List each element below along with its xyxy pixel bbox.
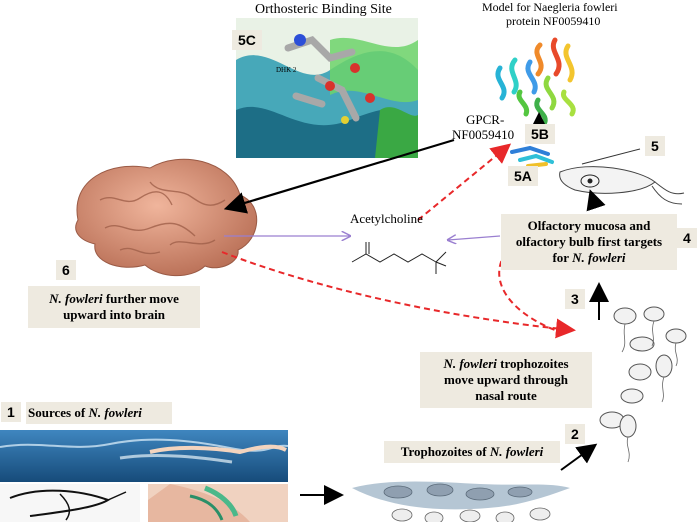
brain-line1: N. fowleri further move <box>30 291 198 307</box>
acetylcholine-structure <box>351 242 447 274</box>
step-2-badge: 2 <box>565 424 585 444</box>
drinking-sketch-image <box>0 484 140 522</box>
protein-model-image <box>495 37 576 168</box>
brain-line1-rest: further move <box>102 291 179 306</box>
nasal-anatomy-image <box>148 484 288 522</box>
nasal-line1-rest: trophozoites <box>496 356 569 371</box>
olfactory-species: N. fowleri <box>572 250 626 265</box>
step-5a-badge: 5A <box>508 166 538 186</box>
step-5c-badge: 5C <box>232 30 262 50</box>
sources-species: N. fowleri <box>88 405 142 420</box>
dhk-tag: DHK 2 <box>276 66 297 74</box>
olfactory-line3-prefix: for <box>552 250 573 265</box>
step-5-badge: 5 <box>645 136 665 156</box>
olfactory-line2: olfactory bulb first targets <box>515 234 663 249</box>
step-3-badge: 3 <box>565 289 585 309</box>
olfactory-line1: Olfactory mucosa and <box>527 218 651 233</box>
trophozoites-species: N. fowleri <box>489 444 544 459</box>
step-5b-badge: 5B <box>525 124 555 144</box>
orthosteric-site-image <box>236 18 418 158</box>
orthosteric-title: Orthosteric Binding Site <box>255 2 392 17</box>
nasal-line1: N. fowleri trophozoites <box>422 356 590 372</box>
sources-prefix: Sources of <box>28 405 89 420</box>
nasal-line3: nasal route <box>475 388 537 403</box>
step-4-badge: 4 <box>677 228 697 248</box>
nasal-line2: move upward through <box>443 372 568 387</box>
gpcr-label-line2: NF0059410 <box>452 127 515 142</box>
brain-image <box>75 158 258 277</box>
step-1-badge: 1 <box>1 402 21 422</box>
swimming-image <box>0 430 289 482</box>
brain-species: N. fowleri <box>49 291 103 306</box>
trophozoite-ribbon-image <box>352 481 570 522</box>
nasal-species: N. fowleri <box>443 356 497 371</box>
trophozoites-box: Trophozoites of N. fowleri <box>384 441 560 463</box>
step-6-badge: 6 <box>56 260 76 280</box>
nasal-route-box: N. fowleri trophozoites move upward thro… <box>420 352 592 408</box>
sources-box: Sources of N. fowleri <box>26 402 172 424</box>
gpcr-label-line1: GPCR- <box>466 112 505 127</box>
trophozoite-cells <box>599 306 687 438</box>
amoeba-closeup-image <box>559 166 685 205</box>
olfactory-line3: for N. fowleri <box>503 250 675 266</box>
acetylcholine-label: Acetylcholine <box>350 211 423 226</box>
olfactory-targets-box: Olfactory mucosa and olfactory bulb firs… <box>501 214 677 270</box>
model-title-line1: Model for Naegleria fowleri <box>482 0 618 14</box>
model-title-line2: protein NF0059410 <box>506 14 601 28</box>
brain-movement-box: N. fowleri further move upward into brai… <box>28 286 200 328</box>
trophozoites-prefix: Trophozoites of <box>400 444 490 459</box>
brain-line2: upward into brain <box>63 307 165 322</box>
